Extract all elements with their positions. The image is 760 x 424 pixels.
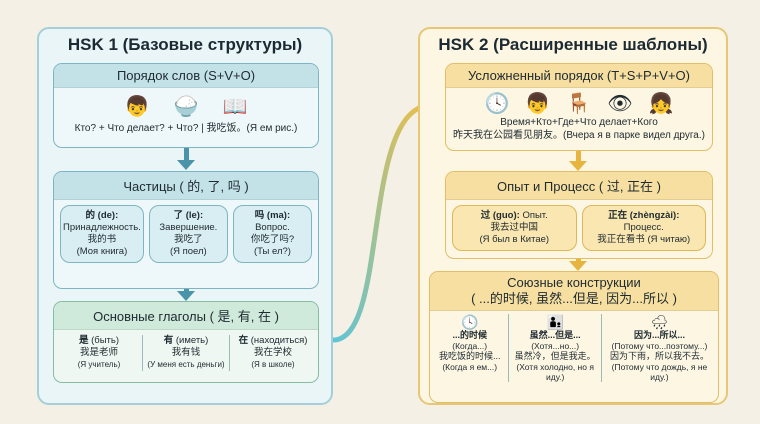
verbs-box: Основные глаголы ( 是, 有, 在 ) 是 (быть)我是老…	[53, 301, 319, 383]
person-icon: 👦	[124, 96, 150, 118]
experience-title: Опыт и Процесс ( 过, 正在 )	[446, 172, 712, 200]
particles-title: Частицы ( 的, 了, 吗 )	[54, 172, 318, 200]
arrow-down-icon	[569, 261, 587, 271]
word-order-title: Порядок слов (S+V+O)	[54, 64, 318, 88]
conjunctions-box: Союзные конструкции( ...的时候, 虽然...但是, 因为…	[429, 271, 719, 403]
book-icon: 📖	[222, 96, 248, 118]
conj-because-translation: (Потому что дождь, я не иду.)	[611, 362, 708, 382]
arrow-down-icon	[569, 161, 587, 171]
eye-icon: 👁	[607, 93, 633, 115]
verb-you: 有 (иметь)我有钱(У меня есть деньги)	[143, 335, 230, 371]
arrow-down-icon	[177, 291, 195, 301]
bench-icon: 🪑	[566, 93, 592, 115]
verbs-title: Основные глаголы ( 是, 有, 在 )	[54, 302, 318, 330]
particles-box: Частицы ( 的, 了, 吗 ) 的 (de):Принадлежност…	[53, 171, 319, 289]
hsk2-panel: HSK 2 (Расширенные шаблоны) Усложненный …	[418, 27, 728, 405]
clock-icon: 🕓	[484, 93, 510, 115]
complex-order-title: Усложненный порядок (T+S+P+V+O)	[446, 64, 712, 88]
particle-de: 的 (de):Принадлежность.我的书(Моя книга)	[60, 205, 144, 263]
experience-guo: 过 (guo): Опыт.我去过中国(Я был в Китае)	[452, 205, 577, 251]
person-icon: 👦	[525, 93, 551, 115]
clock-icon: 🕓	[460, 314, 479, 330]
conj-although: 👨‍👦虽然...但是...(Хотя...но...)虽然冷，但是我走。(Хот…	[509, 314, 602, 382]
particle-ma: 吗 (ma):Вопрос.你吃了吗?(Ты ел?)	[232, 205, 313, 263]
word-order-text: Кто? + Что делает? + Что? | 我吃饭。(Я ем ри…	[74, 123, 298, 134]
experience-box: Опыт и Процесс ( 过, 正在 ) 过 (guo): Опыт.我…	[445, 171, 713, 259]
rice-bowl-icon: 🍚	[173, 96, 199, 118]
particle-le: 了 (le):Завершение.我吃了(Я поел)	[148, 205, 228, 263]
girl-icon: 👧	[648, 93, 674, 115]
complex-order-formula: Время+Кто+Где+Что делает+Кого	[500, 117, 658, 128]
conj-title: Союзные конструкции	[507, 275, 641, 290]
conj-subtitle: ( ...的时候, 虽然...但是, 因为...所以 )	[471, 291, 677, 306]
people-icon: 👨‍👦	[546, 314, 564, 330]
experience-zhengzai: 正在 (zhèngzài):Процесс.我正在看书 (Я читаю)	[581, 205, 706, 251]
verb-shi: 是 (быть)我是老师(Я учитель)	[56, 335, 143, 371]
hsk1-title: HSK 1 (Базовые структуры)	[67, 35, 303, 54]
hsk2-title: HSK 2 (Расширенные шаблоны)	[438, 35, 708, 54]
conj-when: 🕓...的时候(Когда...)我吃饭的时候...(Когда я ем...…	[431, 314, 510, 382]
rain-cloud-icon: 🌧	[650, 314, 669, 330]
conj-because: 🌧因为...所以...(Потому что...поэтому...)因为下雨…	[602, 314, 717, 382]
complex-order-box: Усложненный порядок (T+S+P+V+O) 🕓 👦 🪑 👁 👧 Вр…	[445, 63, 713, 151]
verb-zai: 在 (находиться)我在学校(Я в школе)	[238, 335, 308, 369]
hsk1-panel: HSK 1 (Базовые структуры) Порядок слов (…	[37, 27, 333, 405]
word-order-box: Порядок слов (S+V+O) 👦 🍚 📖 Кто? + Что дела…	[53, 63, 319, 148]
arrow-down-icon	[177, 160, 195, 170]
